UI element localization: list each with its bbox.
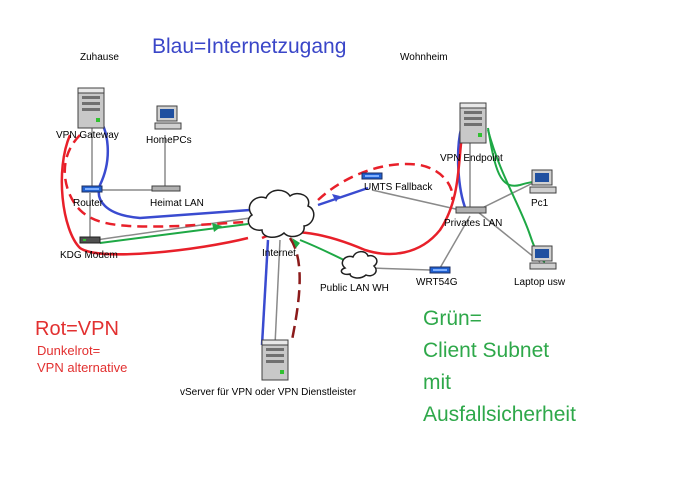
public-lan-label: Public LAN WH [320,283,389,294]
legend-blue: Blau=Internetzugang [152,35,346,58]
privates-lan-switch-icon[interactable] [455,206,487,214]
legend-green-line3: mit [423,371,451,394]
laptop-computer-icon[interactable] [529,245,557,270]
link-privateslan-laptop [477,211,541,263]
vserver-label: vServer für VPN oder VPN Dienstleister [180,387,357,398]
red-vpn-home [63,134,246,228]
red-vpn-umts [317,162,454,201]
vpn-gateway-label: VPN Gateway [56,130,119,141]
network-links [89,128,541,346]
internet-label: Internet [262,248,296,259]
link-umts-privateslan [371,189,461,211]
kdg-modem-icon[interactable] [79,236,101,244]
public-lan-cloud-icon[interactable] [340,250,378,279]
blue-arrow-icon [332,194,340,202]
legend-darkred-line1: Dunkelrot= [37,343,100,358]
kdg-modem-label: KDG Modem [60,250,118,261]
red-vpn-solid [60,134,464,256]
green-arrow-icon [292,238,300,248]
legend-green-line1: Grün= [423,307,482,330]
pc1-computer-icon[interactable] [529,169,557,194]
privates-lan-label: Privates LAN [444,218,502,229]
wrt54g-label: WRT54G [416,277,458,288]
pc1-label: Pc1 [531,198,549,209]
link-internet-vserver [274,239,281,346]
link-privateslan-pc1 [477,181,536,211]
link-modem-internet [95,217,251,241]
vserver-server-icon[interactable] [261,339,289,381]
legend-green-line2: Client Subnet [423,339,549,362]
blue-path-home [94,111,251,220]
legend-red: Rot=VPN [35,318,119,340]
zuhause-header: Zuhause [80,52,119,63]
router-label: Router [73,198,104,209]
darkred-vpn-vserver [288,237,301,341]
homepcs-computer-icon[interactable] [154,105,182,130]
vpn-endpoint-server-icon[interactable] [459,102,487,144]
router-icon[interactable] [81,185,103,193]
green-arrow-icon [212,223,222,232]
vpn-gateway-server-icon[interactable] [77,87,105,129]
wrt54g-router-icon[interactable] [429,266,451,274]
homepcs-label: HomePCs [146,135,192,146]
darkred-vpn-paths [288,237,301,341]
vpn-endpoint-label: VPN Endpoint [440,153,503,164]
blue-path-umts [317,186,369,207]
umts-fallback-icon[interactable] [361,172,383,180]
blue-path-vserver [260,239,270,346]
red-vpn-home-solid [60,134,249,256]
red-vpn-paths [63,134,454,228]
umts-fallback-label: UMTS Fallback [364,182,433,193]
legend-darkred-line2: VPN alternative [37,360,127,375]
link-privateslan-wrt [439,215,471,269]
green-path-modem [99,223,249,244]
internet-cloud-icon[interactable] [247,189,315,238]
red-vpn-wohnheim [261,134,464,256]
link-publiclan-wrt [369,267,431,271]
heimat-lan-label: Heimat LAN [150,198,204,209]
laptop-label: Laptop usw [514,277,566,288]
heimat-lan-switch-icon[interactable] [151,185,181,192]
link-arrows [212,194,340,248]
legend-green-line4: Ausfallsicherheit [423,403,576,426]
wohnheim-header: Wohnheim [400,52,448,63]
